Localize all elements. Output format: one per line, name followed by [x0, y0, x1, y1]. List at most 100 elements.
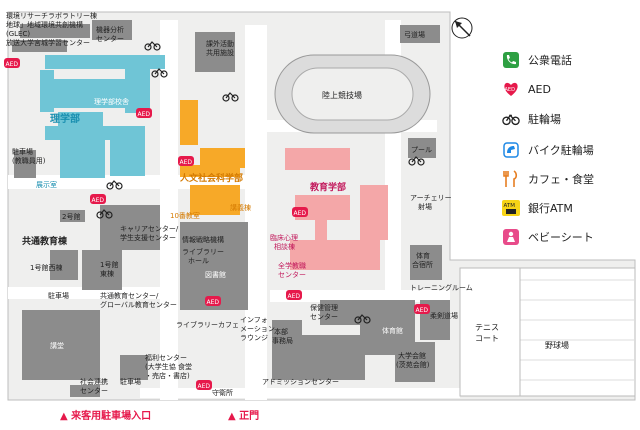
label-welfare3: ・売店・書店) — [145, 371, 190, 380]
aed-icon: AED — [502, 80, 520, 98]
label-global-center: 共通教育センター/ — [100, 291, 159, 300]
svg-text:AED: AED — [138, 111, 151, 118]
svg-text:AED: AED — [92, 197, 105, 204]
bicycle-markers — [96, 41, 425, 324]
cafe-icon — [502, 170, 520, 188]
label-env-center4: 放送大学宮城学習センター — [6, 38, 90, 47]
bicycle-marker — [408, 156, 425, 166]
baby-seat-icon — [502, 228, 520, 246]
aed-marker: AED — [414, 304, 430, 314]
label-education: 教育学部 — [309, 181, 346, 193]
athletics-field — [274, 54, 431, 134]
bicycle-icon — [502, 110, 520, 128]
label-auditorium: 講堂 — [50, 341, 64, 350]
label-community2: センター — [80, 386, 108, 395]
label-gym2b: 合宿所 — [412, 260, 433, 269]
label-pool: プール — [411, 146, 432, 154]
legend-label: 銀行ATM — [528, 202, 573, 215]
label-info-lounge3: ラウンジ — [240, 334, 268, 342]
aed-marker: AED — [205, 296, 221, 306]
label-lecture-hall: 講義棟 — [230, 203, 251, 212]
main-gate-entrance[interactable]: ▲ 正門 — [228, 411, 260, 422]
label-parking2: 駐車場 — [120, 377, 141, 386]
label-env-center: 環境リサーチラボラトリー棟 — [6, 11, 97, 20]
aed-marker: AED — [286, 290, 302, 300]
legend-label: カフェ・食堂 — [528, 173, 594, 186]
label-baseball: 野球場 — [545, 340, 569, 350]
grey-buildings — [12, 20, 450, 397]
label-health2: センター — [310, 312, 338, 321]
legend-label: バイク駐輪場 — [528, 144, 594, 157]
label-humanities: 人文社会科学部 — [179, 172, 243, 184]
label-tennis2: コート — [475, 334, 499, 343]
legend-aed: AED AED — [502, 78, 551, 100]
label-community: 社会連携 — [80, 377, 108, 386]
label-env-center3: (GLEC) — [6, 30, 30, 38]
label-tennis: テニス — [475, 323, 499, 332]
label-exhibition: 展示室 — [36, 180, 57, 189]
label-global-center2: グローバル教育センター — [100, 300, 177, 309]
label-career2: 学生支援センター — [120, 233, 176, 242]
label-coop2: (茨苑会館) — [396, 360, 430, 369]
label-bike-lot2: (教職員用) — [12, 156, 46, 165]
label-instrument-center2: センター — [96, 34, 124, 43]
label-guard: 守衛所 — [212, 388, 233, 397]
legend-atm: ATM 銀行ATM — [502, 197, 573, 219]
label-common-edu: 共通教育棟 — [22, 235, 68, 247]
bicycle-marker — [354, 314, 371, 324]
legend-label: 駐輪場 — [528, 113, 561, 126]
legend-label: AED — [528, 82, 551, 96]
aed-marker: AED — [4, 58, 20, 68]
label-outdoor-center2: 共用施設 — [206, 48, 234, 57]
legend-label: 公衆電話 — [528, 54, 572, 67]
label-admin: 本部 — [274, 327, 288, 336]
label-training: トレーニングルーム — [410, 283, 473, 292]
label-science: 理学部 — [50, 112, 80, 125]
label-jogging-field: 弓道場 — [404, 30, 425, 39]
label-info-lounge2: メーション — [240, 325, 275, 333]
humanities-buildings — [180, 100, 245, 215]
svg-text:AED: AED — [6, 61, 19, 68]
label-edu-center2: センター — [278, 270, 306, 279]
map-labels: 環境リサーチラボラトリー棟 地球」地域環境共創機構 (GLEC) 放送大学宮城学… — [6, 11, 569, 397]
svg-text:AED: AED — [505, 87, 516, 93]
compass-icon — [451, 17, 473, 39]
legend-cafe: カフェ・食堂 — [502, 168, 594, 190]
label-admission: アドミッションセンター — [262, 377, 339, 386]
aed-markers: AED AED AED AED AED AED AED AED — [4, 58, 430, 390]
label-health: 保健管理 — [310, 303, 338, 312]
visitor-parking-entrance[interactable]: ▲ 来客用駐車場入口 — [60, 411, 152, 422]
label-gymnasium: 体育館 — [382, 326, 403, 335]
label-gym2: 体育 — [416, 251, 430, 260]
svg-text:AED: AED — [294, 210, 307, 217]
aed-marker: AED — [136, 108, 152, 118]
label-welfare: 福利センター — [145, 353, 187, 362]
label-library: 図書館 — [205, 270, 226, 279]
label-clinical-psych: 臨床心理 — [270, 233, 298, 242]
science-buildings — [40, 55, 165, 178]
label-admin2: 事務局 — [272, 336, 293, 345]
legend-baby: ベビーシート — [502, 226, 594, 248]
aed-marker: AED — [196, 380, 212, 390]
label-archery: アーチェリー — [410, 194, 452, 202]
sports-fields — [459, 267, 636, 397]
bicycle-marker — [96, 209, 113, 219]
label-edu-center: 全学教職 — [278, 261, 306, 270]
legend-phone: 公衆電話 — [502, 49, 572, 71]
label-library-cafe: ライブラリーカフェ — [176, 320, 239, 329]
phone-icon — [502, 51, 520, 69]
label-info-lounge: インフォ — [240, 316, 268, 324]
aed-marker: AED — [90, 194, 106, 204]
aed-marker: AED — [178, 156, 194, 166]
bicycle-marker — [106, 180, 123, 190]
bicycle-marker — [151, 68, 168, 78]
bicycle-marker — [222, 92, 239, 102]
label-science-school: 理学部校舎 — [94, 97, 129, 106]
svg-text:AED: AED — [180, 159, 193, 166]
label-library-org: 情報戦略機構 — [182, 235, 224, 244]
legend-bike: バイク駐輪場 — [502, 139, 594, 161]
svg-text:AED: AED — [288, 293, 301, 300]
label-env-center2: 地球」地域環境共創機構 — [6, 20, 83, 29]
